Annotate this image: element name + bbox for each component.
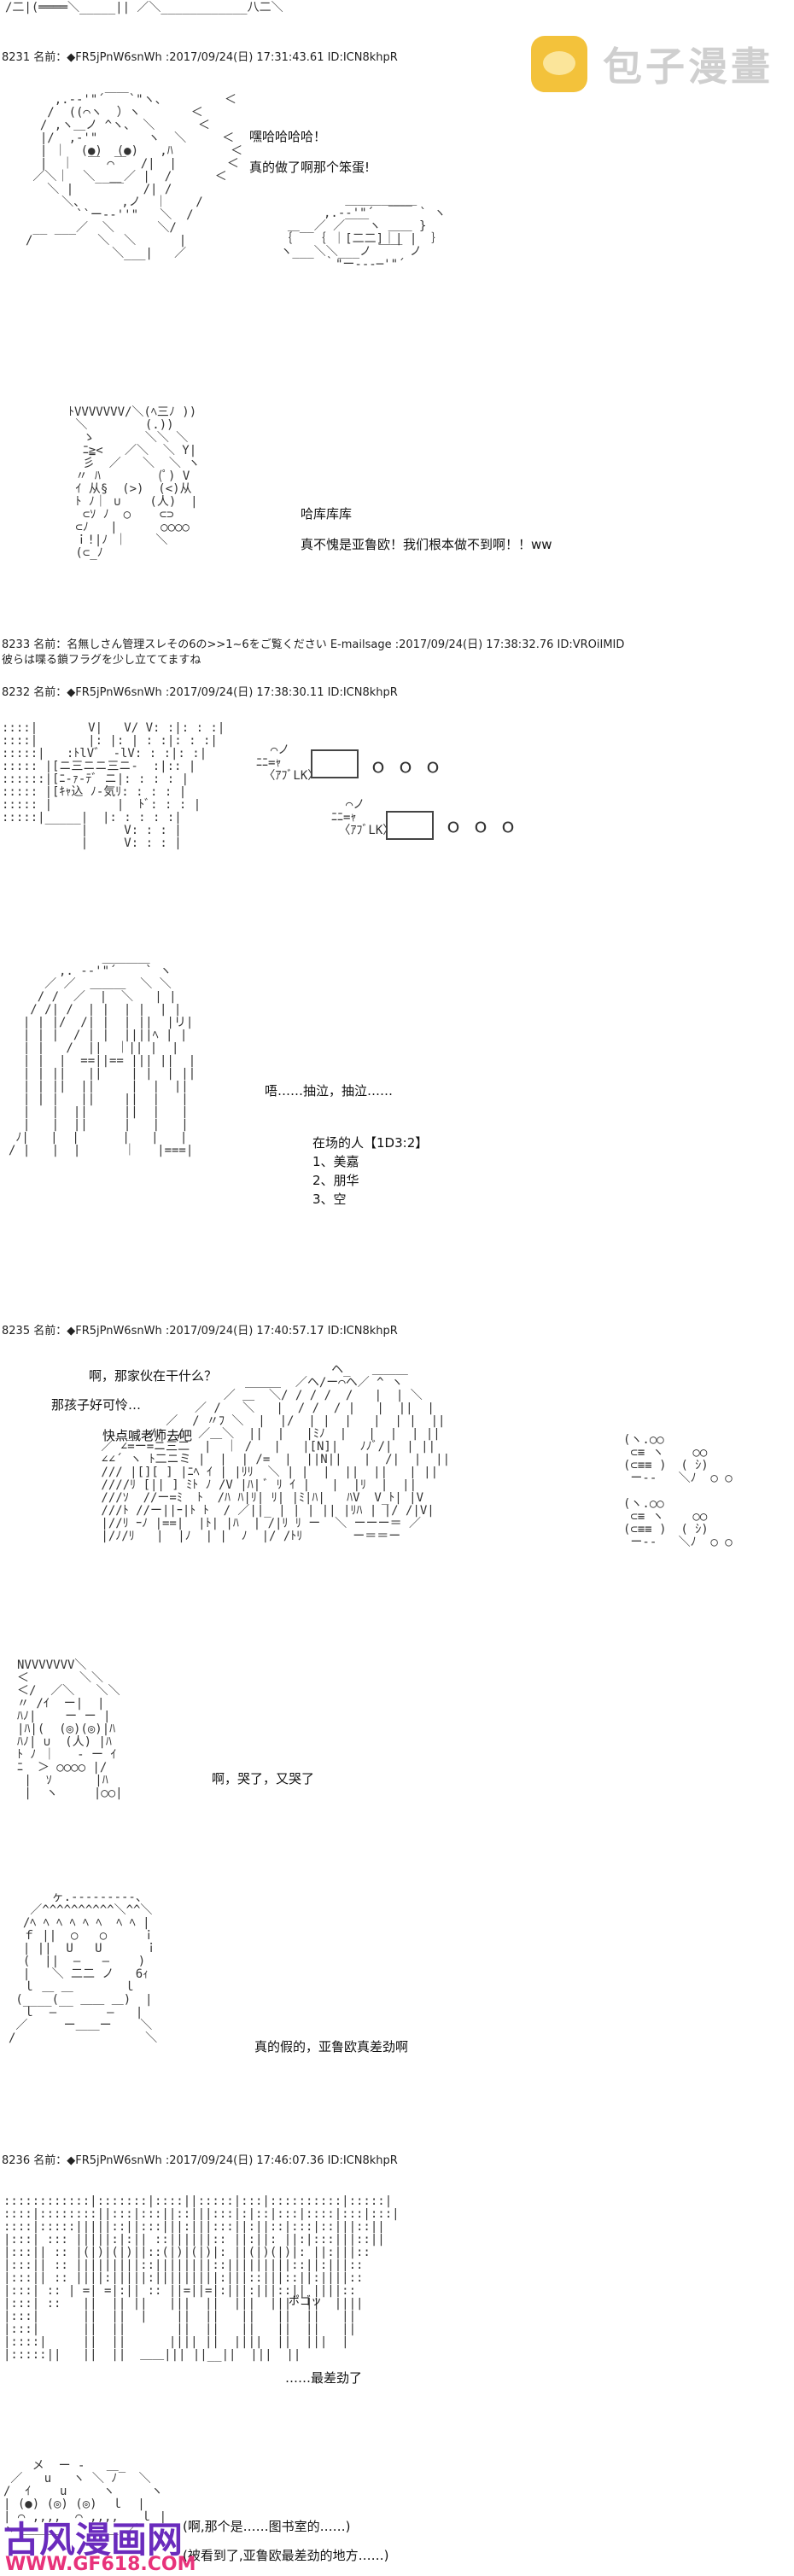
post-header: 8233 名前：名無しさん管理スレその6の>>1~6をご覧ください E-mail… <box>2 638 625 651</box>
speech-text: 那孩子好可怜… <box>51 1397 142 1413</box>
ascii-art-keyboard-sfx: ⌒ノ ﾆﾆ=ｬ 〈ｱﾌﾞLK〉 <box>256 743 320 783</box>
key-box-icon <box>311 749 359 778</box>
stamp-url: WWW.GF618.COM <box>5 2554 196 2575</box>
watermark-logo: 包子漫畫 <box>531 34 787 96</box>
speech-text: 啊，哭了，又哭了 <box>212 1771 315 1786</box>
speech-text: ……最差劲了 <box>285 2370 363 2386</box>
ascii-art-gun: ＿＿＿＿＿＿ ,.-‐'"´ ￣￣ ` ヽ ＿__／ ／￣￣ヽ ＿＿ } ｛ ｛… <box>280 194 447 271</box>
dots-text: ｏｏｏ <box>369 756 452 778</box>
roster-list: 在场的人【1D3:2】 1、美嘉 2、朋华 3、空 <box>312 1134 428 1209</box>
stamp-title: 古风漫画网 <box>3 2519 184 2561</box>
speech-text: 嘿哈哈哈哈！ <box>249 129 327 144</box>
ascii-art-smug-face: ヶ.-‐‐‐‐‐‐‐-、 ／^^^^^^^^^^＼^^＼ /ﾍ ﾍ ﾍ ﾍ ﾍ … <box>9 1891 158 2045</box>
ascii-art-top-strip: /二|(════＼_____|| ／＼____________八二＼ <box>5 1 283 15</box>
roster-item: 3、空 <box>312 1192 347 1207</box>
ascii-art-classroom-crowd: ヘ_ ＿＿＿ ＿＿＿ ／ヘ/ー⌒ヘ／ ^ ヽ ／ ＿ ＼/ / / / / | … <box>101 1363 451 1543</box>
speech-text: 哈库库库 <box>301 506 353 522</box>
sound-effect-text: ポゴッ <box>289 2295 323 2308</box>
ascii-art-crying-face: NVVVVVVV＼ ＜ ＼＼ ＜/ ／＼ ＼＼ 〃 /ｲ ー| | ﾊﾉ| ー … <box>17 1658 123 1800</box>
ascii-art-crying-figure: ＿＿＿＿ ,. -‐'"´ ` ヽ ／ ／ ＿＿＿ ＼ ＼ / / ／ | ＼ … <box>9 952 196 1157</box>
ascii-art-back-view: ::::::::::::|:::::::|::::||:::::|:::|:::… <box>3 2194 400 2362</box>
key-box-icon <box>386 811 434 840</box>
ascii-art-blushing-girl: メ ー ‐ ＿_ ／ u ヽ ＼ ﾉ ＼ / ｲ u ヽ ヽ | (●) (◎)… <box>3 2459 167 2537</box>
roster-title: 在场的人【1D3:2】 <box>312 1135 429 1151</box>
speech-text: (被看到了,亚鲁欧最差劲的地方……) <box>183 2548 389 2563</box>
post-body: 彼らは喋る鎖フラグを少し立ててますね <box>2 654 201 667</box>
speech-text: 真的假的，亚鲁欧真差劲啊 <box>254 2039 409 2054</box>
post-header: 8236 名前：◆FR5jPnW6snWh :2017/09/24(日) 17:… <box>2 2154 398 2167</box>
post-header: 8232 名前：◆FR5jPnW6snWh :2017/09/24(日) 17:… <box>2 686 398 699</box>
speech-text: 真的做了啊那个笨蛋! <box>249 160 371 175</box>
speech-text: 唔……抽泣，抽泣…… <box>265 1083 394 1099</box>
speech-text: 快点喊老师去吧 <box>102 1428 193 1443</box>
speech-text: 啊，那家伙在干什么？ <box>89 1368 218 1384</box>
ascii-art-grinning-face: ﾄVVVVVVV/＼(ﾍ三ﾉ )) ＼ (.)) ゝ ＼＼ ＼ ﾆ≧< ／＼ ＼… <box>68 405 201 560</box>
roster-item: 1、美嘉 <box>312 1154 359 1169</box>
ascii-art-laughing-boy: ,.-‐'"´￣￣`"ヽ、 ＜ / ((⌒ヽ ）ヽ ＜ / ,ヽ＿ノ ^ヽ、 ＼… <box>26 93 243 260</box>
ascii-art-whisper-bubbles: (ヽ.○○ ⊂≡ ヽ ○○ (⊂≡≡ ) ( ｼ) ー-‐ ＼ﾉ ○ ○ (ヽ.… <box>623 1433 733 1549</box>
ascii-art-keyboard-sfx: ⌒ノ ﾆﾆ=ｬ 〈ｱﾌﾞLK〉 <box>331 798 395 837</box>
speech-text: (啊,那个是……图书室的……) <box>183 2519 351 2534</box>
post-header: 8231 名前：◆FR5jPnW6snWh :2017/09/24(日) 17:… <box>2 51 398 64</box>
dots-text: ｏｏｏ <box>444 816 527 837</box>
post-header: 8235 名前：◆FR5jPnW6snWh :2017/09/24(日) 17:… <box>2 1325 398 1338</box>
bun-face-icon <box>543 51 575 75</box>
watermark-logo-text: 包子漫畫 <box>603 44 774 90</box>
ascii-art-keyboard-character: ::::| V| V/ V: :|: : :| ::::| |: |: | : … <box>2 721 225 850</box>
roster-item: 2、朋华 <box>312 1173 359 1188</box>
speech-text: 真不愧是亚鲁欧！我们根本做不到啊！！ww <box>301 537 552 552</box>
site-stamp: 古风漫画网 WWW.GF618.COM <box>3 2511 200 2576</box>
